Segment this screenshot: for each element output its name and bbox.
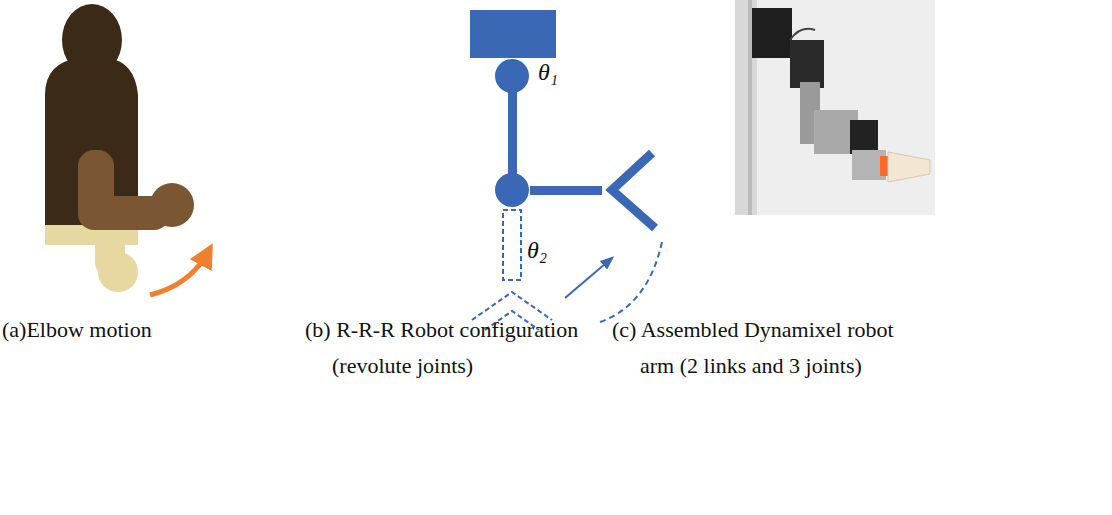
link-2-previous	[503, 210, 521, 280]
elbow-figure	[45, 4, 208, 295]
rotation-path	[600, 242, 662, 322]
joint-angle-label: θ₁	[538, 58, 558, 86]
soft-finger	[888, 152, 930, 182]
photo-background	[735, 0, 935, 215]
head	[62, 4, 122, 76]
joint-angle-label: θ₂	[527, 236, 547, 264]
robot-base	[470, 10, 556, 58]
link-2	[530, 186, 602, 195]
subfigure-caption: (b) R-R-R Robot configuration (revolute …	[305, 312, 632, 384]
joint-2	[495, 173, 529, 207]
joint-1	[495, 59, 529, 93]
orange-ring	[880, 156, 888, 176]
servo-2	[790, 40, 824, 88]
robot-photo	[735, 0, 935, 215]
cable	[790, 29, 815, 40]
servo-3	[850, 120, 878, 154]
rail-edge	[748, 0, 752, 215]
subfigure-caption: (a)Elbow motion	[2, 312, 242, 348]
fist-lowered	[98, 252, 138, 292]
link-1	[508, 92, 517, 176]
robot-schematic	[470, 10, 662, 330]
gripper	[612, 153, 655, 228]
gripper-previous	[472, 292, 552, 320]
motion-arrow	[150, 252, 208, 295]
servo-1	[752, 8, 792, 58]
fist-raised	[150, 183, 194, 227]
subfigure-caption: (c) Assembled Dynamixel robot arm (2 lin…	[612, 312, 900, 384]
rotation-arrow	[565, 258, 612, 298]
